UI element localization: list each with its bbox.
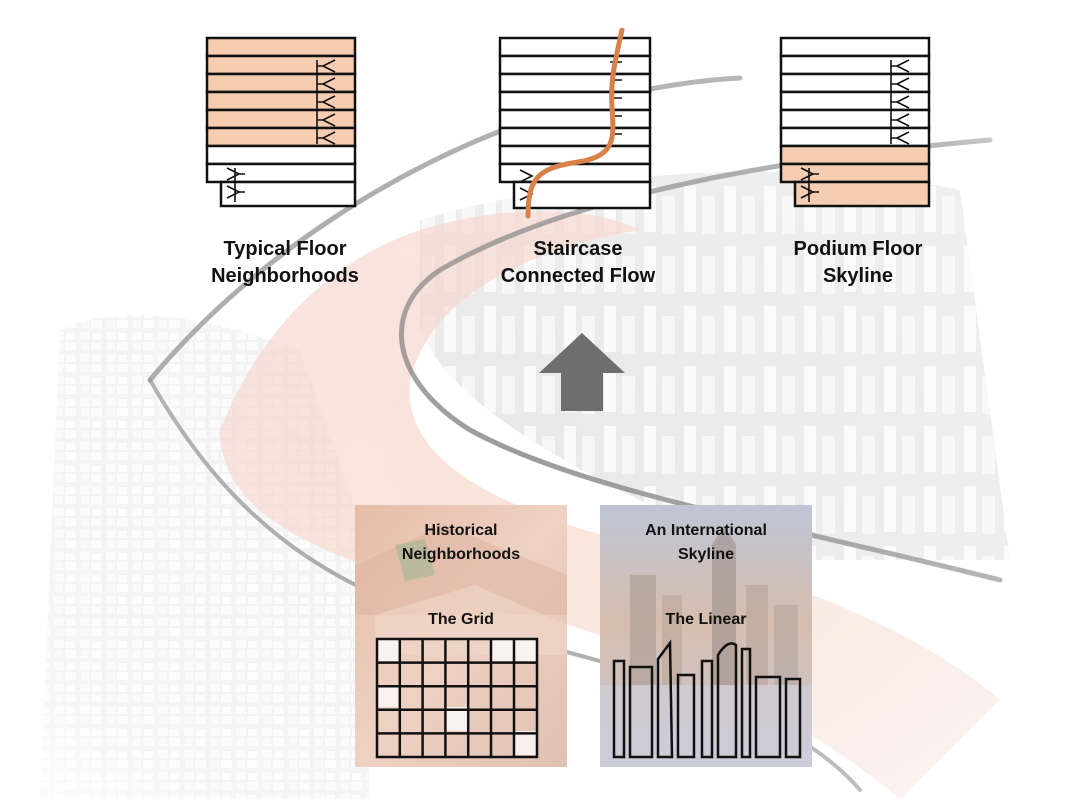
- linear-subtitle: The Linear: [665, 611, 747, 628]
- historical-neighborhoods-panel: Historical Neighborhoods The Grid: [355, 505, 567, 767]
- staircase-label: Staircase Connected Flow: [480, 236, 676, 290]
- typical-floor-label-line1: Typical Floor: [223, 238, 347, 260]
- typical-floor-label-line2: Neighborhoods: [211, 265, 359, 287]
- podium-floor-label-line1: Podium Floor: [793, 238, 923, 260]
- staircase-path: [525, 28, 625, 219]
- staircase-diagram: [498, 28, 652, 219]
- staircase-label-line2: Connected Flow: [500, 265, 656, 287]
- grid-subtitle: The Grid: [428, 611, 494, 628]
- up-arrow-icon: [539, 333, 625, 411]
- staircase-label-line1: Staircase: [533, 238, 623, 260]
- typical-floor-label: Typical Floor Neighborhoods: [190, 236, 380, 290]
- historical-panel-title-line1: Historical: [424, 522, 498, 539]
- skyline-photo: [600, 505, 812, 767]
- typical-floor-diagram: [205, 36, 357, 208]
- skyline-panel-title: An International Skyline: [600, 519, 812, 567]
- skyline-panel-title-line1: An International: [645, 522, 767, 539]
- podium-floor-label-line2: Skyline: [822, 265, 894, 287]
- linear-diagram: [612, 639, 802, 759]
- international-skyline-panel: An International Skyline The Linear: [600, 505, 812, 767]
- grid-diagram: [375, 637, 539, 759]
- podium-floor-diagram: [779, 36, 931, 208]
- historical-panel-title-line2: Neighborhoods: [401, 546, 521, 563]
- historical-panel-title: Historical Neighborhoods: [355, 519, 567, 567]
- skyline-panel-title-line2: Skyline: [677, 546, 735, 563]
- podium-floor-label: Podium Floor Skyline: [760, 236, 956, 290]
